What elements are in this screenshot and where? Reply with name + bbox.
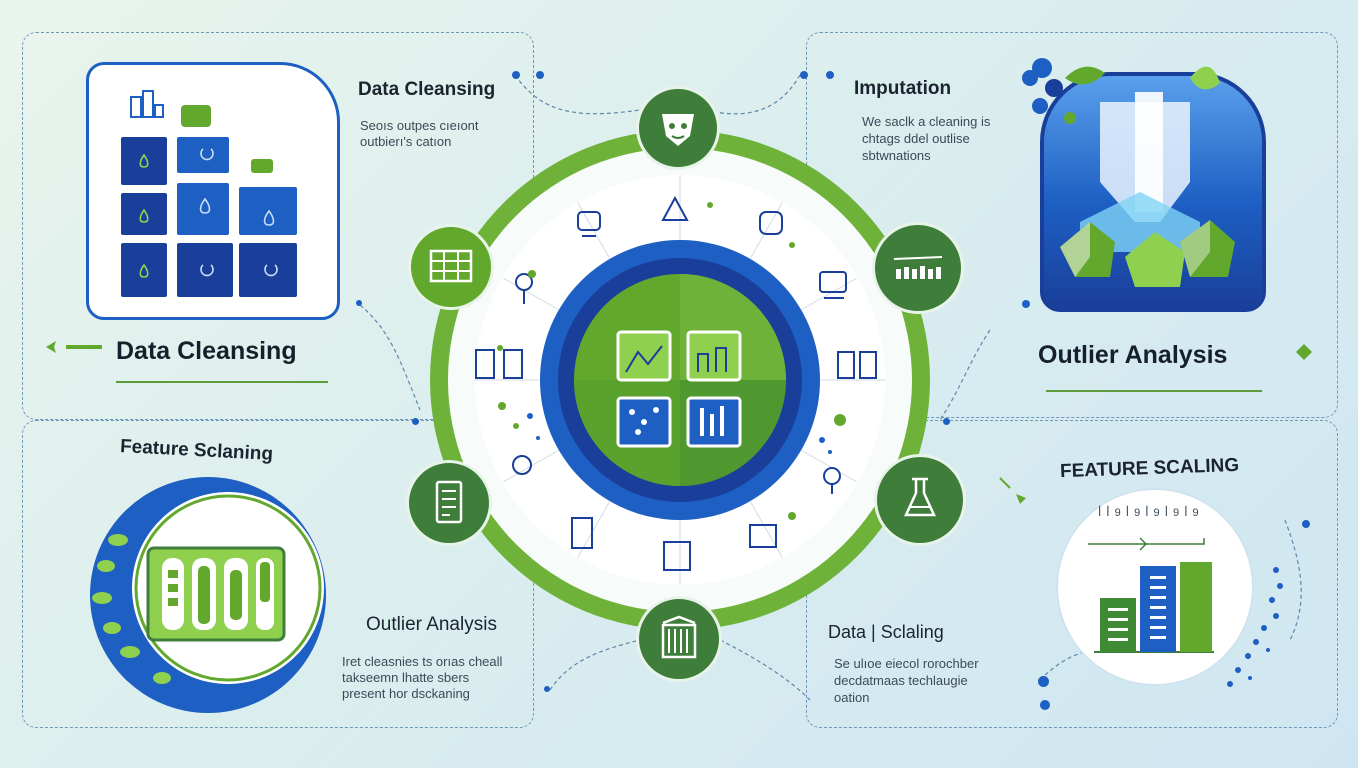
arrow-icon [46, 341, 102, 353]
scatter-dots [1227, 567, 1283, 687]
node-bottom[interactable] [636, 596, 722, 682]
leaf-icon [999, 477, 1026, 504]
imputation-heading: Imputation [854, 78, 952, 99]
data-cleansing-heading: Data Cleansing [358, 79, 496, 100]
database-icon [661, 615, 697, 659]
connector-dot [1302, 520, 1310, 528]
title-underline [1046, 390, 1262, 392]
feature-scaling-illustration [90, 477, 326, 713]
connector-dot [943, 418, 950, 425]
flask-icon [904, 477, 936, 517]
connector-dot [826, 71, 834, 79]
imputation-desc-2: chtags ddel outlise [862, 131, 970, 146]
grid-cell [239, 187, 297, 235]
connector-dot [512, 71, 520, 79]
connector-dot [356, 300, 362, 306]
grid-cell [121, 193, 167, 235]
data-scaling-desc-1: Se ulıoe eiecol rorochber [834, 656, 979, 671]
connector-dot [800, 71, 808, 79]
connector-dot [1040, 700, 1050, 710]
connector-dot [536, 71, 544, 79]
outlier-analysis-title: Outlier Analysis [1038, 341, 1228, 369]
green-tag-icon [251, 159, 273, 173]
leaf-icon [1296, 344, 1312, 360]
drop-icons [139, 148, 278, 278]
data-cleansing-title: Data Cleansing [116, 337, 297, 365]
imputation-desc-3: sbtwnations [862, 148, 931, 163]
ring-icons [475, 195, 877, 571]
title-underline [116, 381, 328, 383]
node-right[interactable] [874, 454, 966, 546]
node-top-left[interactable] [408, 224, 494, 310]
face-icon [662, 114, 694, 146]
grid-cell [239, 243, 297, 297]
crystal-icon [1060, 92, 1235, 287]
green-tag-icon [181, 105, 211, 127]
tools-icon [130, 90, 164, 118]
grid-cell [177, 183, 229, 235]
server-icon [435, 480, 463, 524]
outlier-analysis-desc-3: present hor dsckaning [342, 686, 470, 701]
data-cleansing-desc-1: Seoıs outpes cıeıont [360, 118, 479, 133]
data-cleansing-desc-2: outbierı's catıon [360, 134, 452, 149]
grid-chart-icon [429, 249, 473, 283]
connector-dot [412, 418, 419, 425]
grid-cell [121, 243, 167, 297]
grid-cell [177, 243, 233, 297]
grid-cell [177, 137, 229, 173]
data-cleansing-card [86, 62, 340, 320]
bar-chart-icon [893, 256, 943, 279]
connector-dot [1022, 300, 1030, 308]
connector-dot [1038, 676, 1049, 687]
node-top[interactable] [636, 86, 720, 170]
scaling-bar-chart [1088, 537, 1214, 653]
data-scaling-heading: Data | Sclaling [828, 622, 944, 642]
connector-dot [544, 686, 550, 692]
data-scaling-desc-2: decdatmaas techlaugie [834, 673, 968, 688]
scaling-chart-label: ꟾ ꟾ 9 ꟾ 9 ꟾ 9 ꟾ 9 ꟾ 9 [1098, 507, 1200, 519]
outlier-analysis-heading: Outlier Analysis [366, 614, 497, 635]
data-scaling-desc-3: oation [834, 690, 870, 705]
grid-cell [121, 137, 167, 185]
imputation-desc-1: We saclk a cleaning is [862, 114, 991, 129]
node-left[interactable] [406, 460, 492, 546]
center-chart-icons [616, 330, 742, 448]
leaves-icon [1022, 58, 1220, 124]
node-top-right[interactable] [872, 222, 964, 314]
outlier-analysis-desc-2: takseemn lhatte sbers [342, 670, 470, 685]
outlier-analysis-desc-1: Iret cleasnies ts orıas cheall [342, 654, 503, 669]
